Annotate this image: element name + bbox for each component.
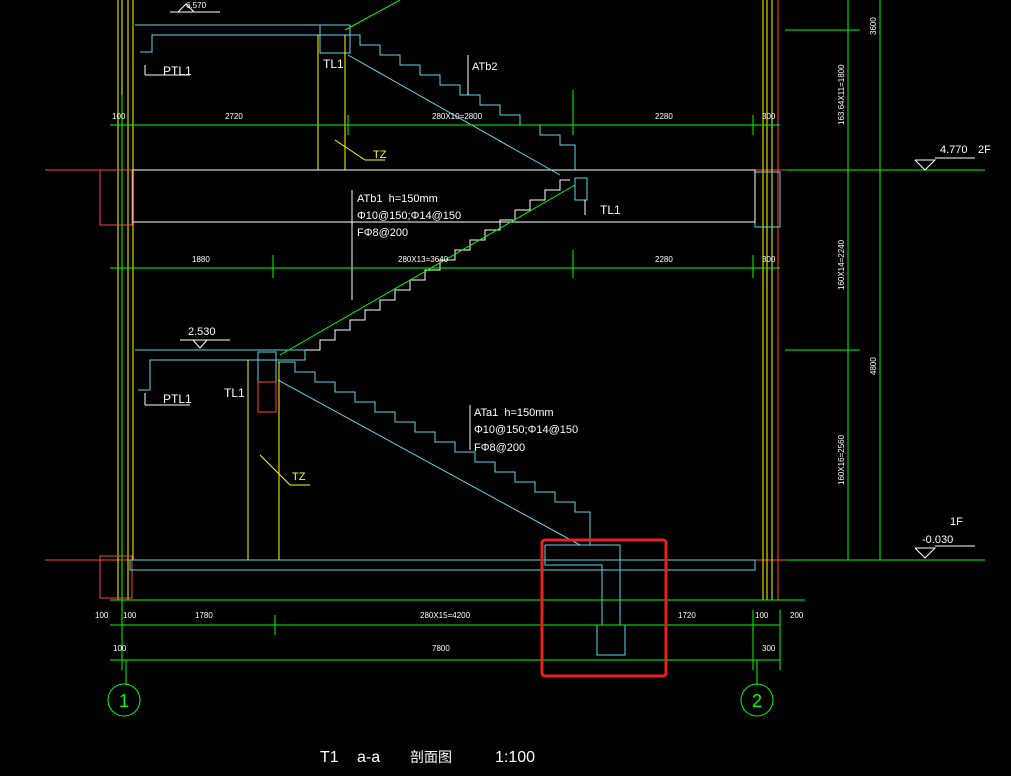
elevation-1f: -0.030 bbox=[922, 534, 953, 546]
flight-atb1-rebar1: Φ10@150;Φ14@150 bbox=[357, 210, 461, 222]
title-section: a-a bbox=[357, 749, 380, 766]
leader-lines bbox=[144, 55, 586, 450]
title-scale: 1:100 bbox=[495, 749, 535, 766]
dim-text: 1880 bbox=[192, 255, 210, 264]
dim-text: 160X16=2560 bbox=[837, 434, 846, 485]
floor-slab-2f bbox=[132, 169, 756, 223]
label-tl1-landing: TL1 bbox=[600, 203, 621, 217]
level-lines bbox=[45, 169, 985, 561]
flight-ata1-name: ATa1 h=150mm bbox=[474, 407, 554, 419]
flight-ata1-rebar2: FΦ8@200 bbox=[474, 442, 525, 454]
dim-text: 2280 bbox=[655, 255, 673, 264]
landing-beam-tl1 bbox=[574, 177, 588, 201]
grid-bubble-2: 2 bbox=[740, 683, 774, 717]
highlight-box bbox=[540, 538, 668, 678]
dim-text: 280X10=2800 bbox=[432, 112, 483, 121]
left-wall bbox=[99, 0, 134, 600]
dim-text: 100 bbox=[123, 611, 137, 620]
dim-text: 100 bbox=[112, 112, 126, 121]
dim-text: 280X13=3640 bbox=[398, 255, 449, 264]
dim-text: 1720 bbox=[678, 611, 696, 620]
elevation-mid: 2.530 bbox=[188, 326, 216, 338]
dims-row-4: 100 7800 300 bbox=[113, 644, 776, 653]
dim-text: 100 bbox=[113, 644, 127, 653]
elevation-top: 6.570 bbox=[186, 1, 207, 10]
dim-text: 160X14=2240 bbox=[837, 239, 846, 290]
flight-atb1-rebar2: FΦ8@200 bbox=[357, 227, 408, 239]
dim-text: 4800 bbox=[869, 357, 878, 375]
label-tl1-mid: TL1 bbox=[224, 386, 245, 400]
dims-row-1: 100 2720 280X10=2800 2280 300 bbox=[112, 112, 776, 121]
dims-vertical: 3600 163.64X11=1800 160X14=2240 4800 160… bbox=[837, 17, 878, 485]
dim-text: 2720 bbox=[225, 112, 243, 121]
label-ptl1-mid: PTL1 bbox=[163, 392, 192, 406]
dim-text: 300 bbox=[762, 255, 776, 264]
flight-atb1-name: ATb1 h=150mm bbox=[357, 193, 438, 205]
drawing-title: T1 a-a 剖面图 1:100 bbox=[320, 749, 535, 766]
dims-row-3: 100 100 1780 280X15=4200 1720 100 200 bbox=[95, 611, 804, 620]
elevation-markers bbox=[170, 3, 975, 559]
elevation-2f: 4.770 bbox=[940, 144, 968, 156]
dim-text: 100 bbox=[755, 611, 769, 620]
dim-text: 163.64X11=1800 bbox=[837, 64, 846, 125]
label-tz-top: TZ bbox=[373, 149, 387, 161]
title-main: T1 bbox=[320, 749, 339, 766]
dim-text: 3600 bbox=[869, 17, 878, 35]
dim-text: 2280 bbox=[655, 112, 673, 121]
right-wall bbox=[754, 0, 781, 600]
floor-2f: 2F bbox=[978, 144, 991, 156]
grid-bubble-1: 1 bbox=[107, 683, 141, 717]
mid-landing bbox=[135, 349, 306, 413]
title-cn: 剖面图 bbox=[410, 749, 452, 765]
grid-label-2: 2 bbox=[752, 691, 762, 711]
grid-label-1: 1 bbox=[119, 691, 129, 711]
dimension-lines bbox=[110, 0, 985, 685]
dim-text: 1780 bbox=[195, 611, 213, 620]
dim-text: 100 bbox=[95, 611, 109, 620]
stair-flight-atb2 bbox=[347, 34, 576, 176]
stair-flight-atb1 bbox=[300, 179, 570, 351]
dims-row-2: 1880 280X13=3640 2280 300 bbox=[192, 255, 776, 264]
stair-columns bbox=[247, 35, 385, 560]
construction-lines bbox=[279, 0, 576, 356]
dim-text: 300 bbox=[762, 644, 776, 653]
label-tl1-top: TL1 bbox=[323, 57, 344, 71]
dim-text: 300 bbox=[762, 112, 776, 121]
floor-slab-1f bbox=[129, 559, 756, 571]
stair-flight-ata1 bbox=[277, 361, 591, 546]
label-ptl1-top: PTL1 bbox=[163, 64, 192, 78]
dim-text: 200 bbox=[790, 611, 804, 620]
flight-ata1-rebar1: Φ10@150;Φ14@150 bbox=[474, 424, 578, 436]
label-tz-mid: TZ bbox=[292, 471, 306, 483]
foundation-beam bbox=[544, 544, 626, 656]
dim-text: 7800 bbox=[432, 644, 450, 653]
top-landing bbox=[135, 24, 351, 54]
dim-text: 280X15=4200 bbox=[420, 611, 471, 620]
floor-1f: 1F bbox=[950, 516, 963, 528]
flight-atb2-name: ATb2 bbox=[472, 61, 497, 73]
